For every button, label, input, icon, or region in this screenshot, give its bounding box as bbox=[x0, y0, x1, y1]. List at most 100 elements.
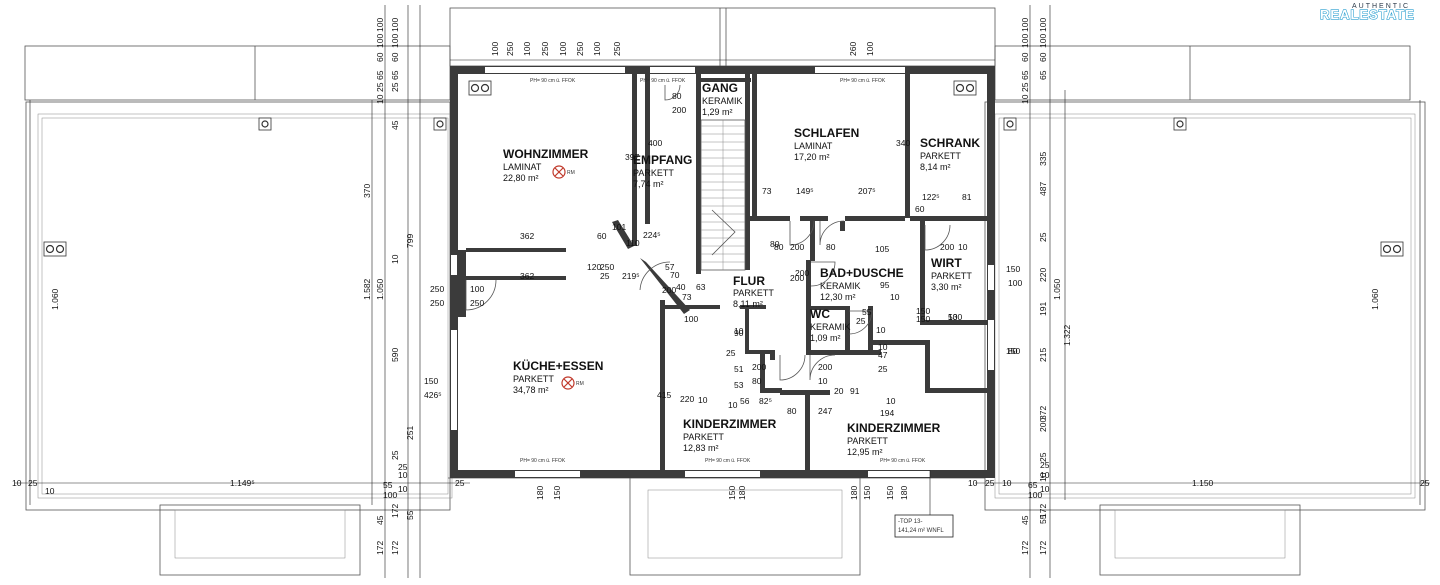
brand-top-text: AUTHENTIC bbox=[1352, 3, 1410, 10]
dimension-label: 80 bbox=[774, 242, 784, 252]
dimension-label: 799 bbox=[405, 234, 415, 248]
dimension-label: 25 bbox=[390, 450, 400, 460]
dimension-label: 200 bbox=[1038, 418, 1048, 432]
dimension-label: 172 bbox=[375, 541, 385, 555]
dimension-label: 10 bbox=[1020, 94, 1030, 104]
dimension-label: 100 bbox=[1008, 278, 1022, 288]
svg-text:PH= 90 cm ü. FFOK: PH= 90 cm ü. FFOK bbox=[880, 458, 926, 464]
dimension-label: 73 bbox=[682, 292, 692, 302]
dimension-label: 45 bbox=[375, 515, 385, 525]
dimension-label: 150 bbox=[1006, 264, 1020, 274]
svg-text:PARKETT: PARKETT bbox=[733, 288, 774, 298]
dimension-label: 10 bbox=[878, 342, 888, 352]
dimension-label: 100 bbox=[375, 18, 385, 32]
svg-text:SCHRANK: SCHRANK bbox=[920, 136, 980, 150]
dimension-label: 80 bbox=[752, 376, 762, 386]
dimension-label: 200 bbox=[940, 242, 954, 252]
dimension-label: 25 bbox=[878, 364, 888, 374]
dimension-label: 65 bbox=[375, 70, 385, 80]
dimension-label: 25 bbox=[398, 462, 408, 472]
dimension-label: 100 bbox=[383, 490, 397, 500]
dimension-label: 172 bbox=[1038, 504, 1048, 518]
svg-text:12,83 m²: 12,83 m² bbox=[683, 443, 719, 453]
svg-text:WOHNZIMMER: WOHNZIMMER bbox=[503, 147, 589, 161]
dimension-label: 247 bbox=[818, 406, 832, 416]
dimension-label: 250 bbox=[612, 42, 622, 56]
dimension-label: 120 bbox=[587, 262, 601, 272]
dimension-label: 150 bbox=[916, 314, 930, 324]
dimension-label: 250 bbox=[470, 298, 484, 308]
dimension-label: 10 bbox=[886, 396, 896, 406]
svg-text:FLUR: FLUR bbox=[733, 274, 765, 288]
dimension-label: 55 bbox=[405, 510, 415, 520]
dimension-label: 191 bbox=[1038, 302, 1048, 316]
dimension-label: 25 bbox=[1020, 82, 1030, 92]
dimension-label: 53 bbox=[948, 312, 958, 322]
dimension-label: 590 bbox=[390, 348, 400, 362]
svg-text:1,09 m²: 1,09 m² bbox=[810, 333, 841, 343]
dimension-label: 207⁵ bbox=[858, 186, 876, 196]
smoke-detector-icon: RM bbox=[561, 376, 584, 390]
dimension-label: 80 bbox=[787, 406, 797, 416]
door-swings bbox=[465, 84, 951, 381]
dimension-label: 25 bbox=[726, 348, 736, 358]
dimension-label: 100 bbox=[865, 42, 875, 56]
dimension-label: 1.060 bbox=[50, 288, 60, 310]
svg-text:PARKETT: PARKETT bbox=[920, 151, 961, 161]
dimension-lines bbox=[15, 5, 1430, 578]
dimension-label: 10 bbox=[698, 395, 708, 405]
svg-text:PARKETT: PARKETT bbox=[513, 374, 554, 384]
dimension-label: 100 bbox=[1038, 34, 1048, 48]
dimension-label: 40 bbox=[676, 282, 686, 292]
exterior-walls bbox=[450, 66, 995, 478]
dimension-label: 10 bbox=[958, 242, 968, 252]
dimension-label: 100 bbox=[592, 42, 602, 56]
dimension-label: 250 bbox=[600, 262, 614, 272]
dimension-label: 220 bbox=[680, 394, 694, 404]
dimension-label: 25 bbox=[455, 478, 465, 488]
svg-text:PH= 90 cm ü. FFOK: PH= 90 cm ü. FFOK bbox=[640, 78, 686, 84]
dimension-label: 180 bbox=[737, 486, 747, 500]
dimension-label: 51 bbox=[734, 364, 744, 374]
brand-logo: AUTHENTIC REALESTATE bbox=[1319, 3, 1414, 23]
smoke-detector-icon: RM bbox=[552, 165, 575, 179]
svg-text:LAMINAT: LAMINAT bbox=[794, 141, 833, 151]
dimension-label: 415 bbox=[657, 390, 671, 400]
dimension-label: 10 bbox=[1040, 470, 1050, 480]
svg-text:PARKETT: PARKETT bbox=[633, 168, 674, 178]
svg-text:PH= 90 cm ü. FFOK: PH= 90 cm ü. FFOK bbox=[705, 458, 751, 464]
dimension-label: 1.322 bbox=[1062, 324, 1072, 346]
dimension-label: 25 bbox=[600, 271, 610, 281]
dimension-label: 150 bbox=[1006, 346, 1020, 356]
upper-balcony bbox=[449, 7, 996, 67]
dimension-label: 426⁵ bbox=[424, 390, 442, 400]
dimension-label: 100 bbox=[390, 18, 400, 32]
dimension-label: 100 bbox=[1020, 18, 1030, 32]
dimension-label: 200 bbox=[795, 268, 809, 278]
svg-text:KÜCHE+ESSEN: KÜCHE+ESSEN bbox=[513, 358, 603, 373]
dimension-label: 45 bbox=[1020, 515, 1030, 525]
dimension-label: 10 bbox=[1002, 478, 1012, 488]
dimension-label: 1.150 bbox=[1192, 478, 1214, 488]
dimension-label: 65 bbox=[390, 70, 400, 80]
dimension-label: 194 bbox=[880, 408, 894, 418]
dimension-label: 100 bbox=[522, 42, 532, 56]
dimension-label: 45 bbox=[390, 120, 400, 130]
room-flur: FLUR PARKETT 8,11 m² bbox=[733, 274, 774, 309]
svg-text:RM: RM bbox=[576, 381, 584, 387]
dimension-label: 250 bbox=[540, 42, 550, 56]
dimension-label: 251 bbox=[405, 426, 415, 440]
top-13-box: -TOP 13- 141,24 m² WNFL bbox=[894, 470, 954, 538]
right-canopy bbox=[994, 45, 1411, 101]
dimension-label: 101 bbox=[612, 222, 626, 232]
room-schlafen: SCHLAFEN LAMINAT 17,20 m² bbox=[794, 126, 859, 162]
dimension-label: 100 bbox=[684, 314, 698, 324]
dimension-label: 200 bbox=[752, 362, 766, 372]
dimension-label: 250 bbox=[430, 298, 444, 308]
dimension-label: 55 bbox=[1038, 514, 1048, 524]
room-bad-dusche: BAD+DUSCHE KERAMIK 12,30 m² bbox=[820, 266, 904, 302]
dimension-label: 372 bbox=[1038, 406, 1048, 420]
dimension-label: 57 bbox=[665, 262, 675, 272]
svg-text:BAD+DUSCHE: BAD+DUSCHE bbox=[820, 266, 904, 280]
